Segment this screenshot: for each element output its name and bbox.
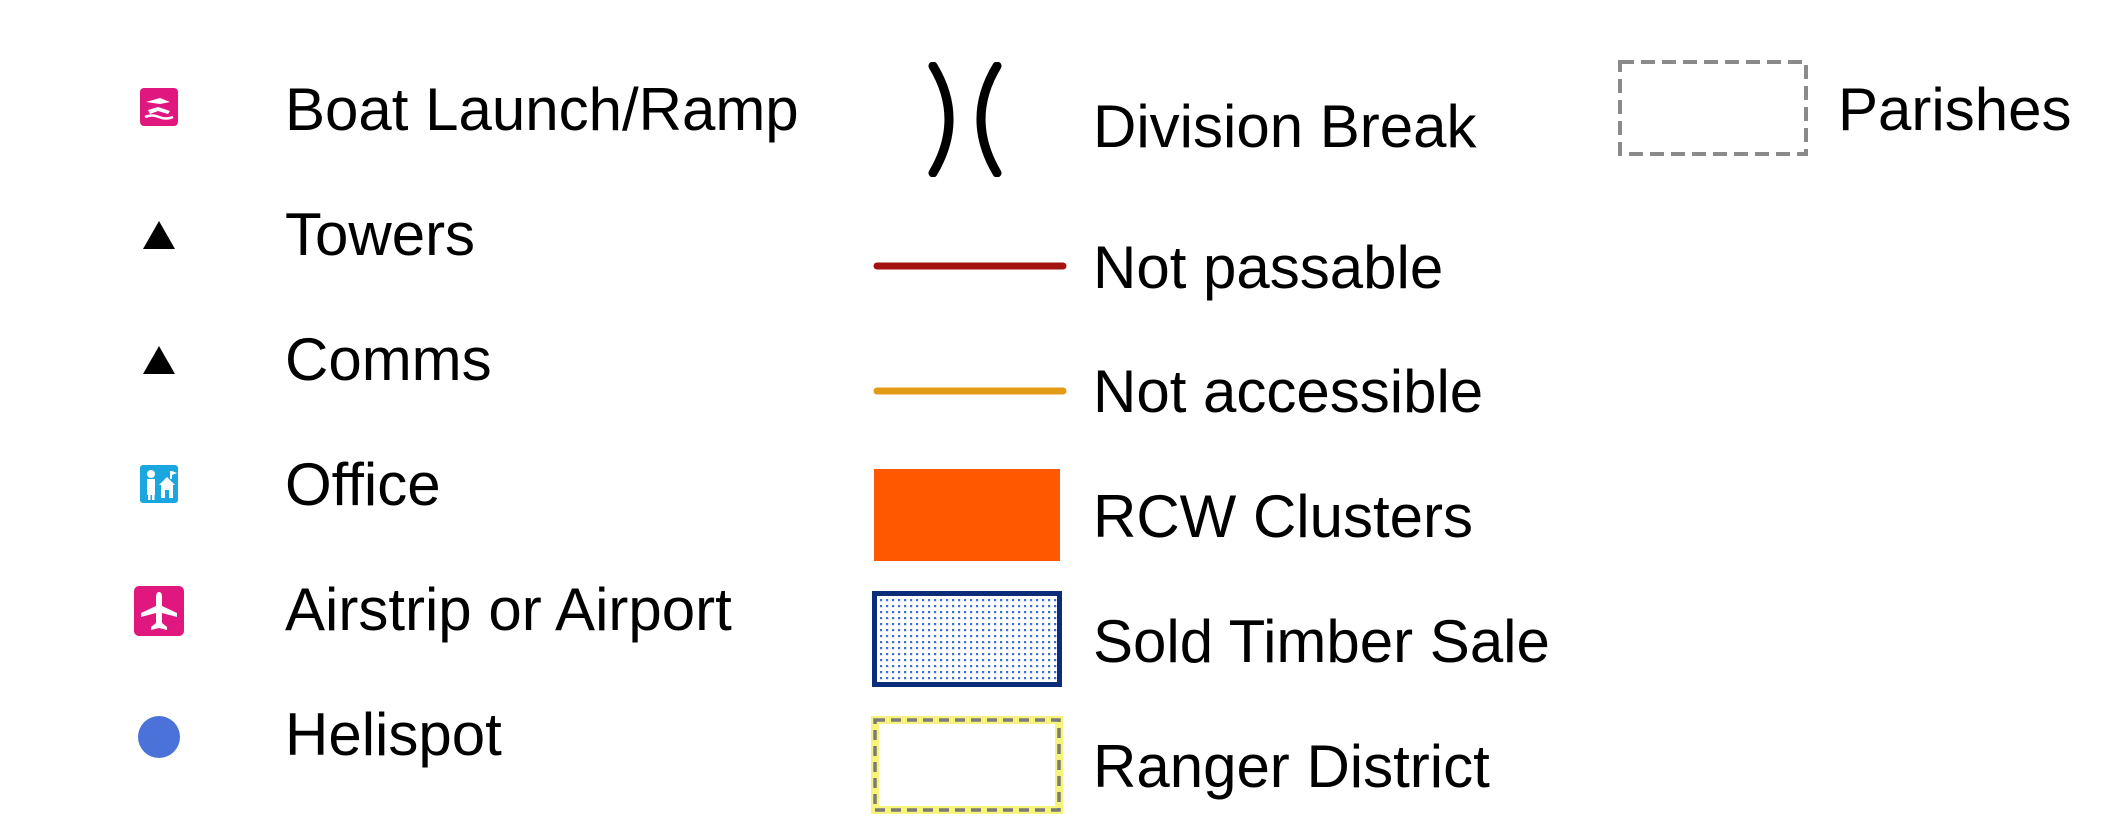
division-break-icon (925, 62, 1005, 177)
legend-label-helispot: Helispot (285, 701, 502, 768)
helispot-circle-icon (137, 715, 181, 759)
legend-label-boat-launch: Boat Launch/Ramp (285, 76, 799, 143)
legend-label-ranger-district: Ranger District (1093, 733, 1490, 800)
legend-label-not-accessible: Not accessible (1093, 358, 1484, 425)
legend-label-not-passable: Not passable (1093, 234, 1444, 301)
parishes-swatch-icon (1617, 59, 1809, 157)
legend-label-parishes: Parishes (1838, 76, 2072, 143)
legend-label-sold-timber-sale: Sold Timber Sale (1093, 608, 1550, 675)
ranger-district-swatch-icon (871, 716, 1063, 814)
sold-timber-sale-swatch-icon (872, 591, 1062, 687)
legend-label-towers: Towers (285, 201, 476, 268)
not-accessible-line-icon (872, 385, 1068, 397)
legend-label-airstrip: Airstrip or Airport (285, 576, 732, 643)
legend-label-comms: Comms (285, 326, 492, 393)
boat-launch-icon (140, 88, 178, 126)
ranger-station-icon (140, 465, 178, 503)
legend-label-office: Office (285, 451, 441, 518)
airplane-icon (134, 586, 184, 636)
comms-triangle-icon (143, 346, 175, 374)
legend-label-rcw-clusters: RCW Clusters (1093, 483, 1474, 550)
rcw-clusters-swatch-icon (874, 469, 1060, 561)
not-passable-line-icon (872, 260, 1068, 272)
legend-label-division-break: Division Break (1093, 93, 1477, 160)
tower-triangle-icon (143, 221, 175, 249)
